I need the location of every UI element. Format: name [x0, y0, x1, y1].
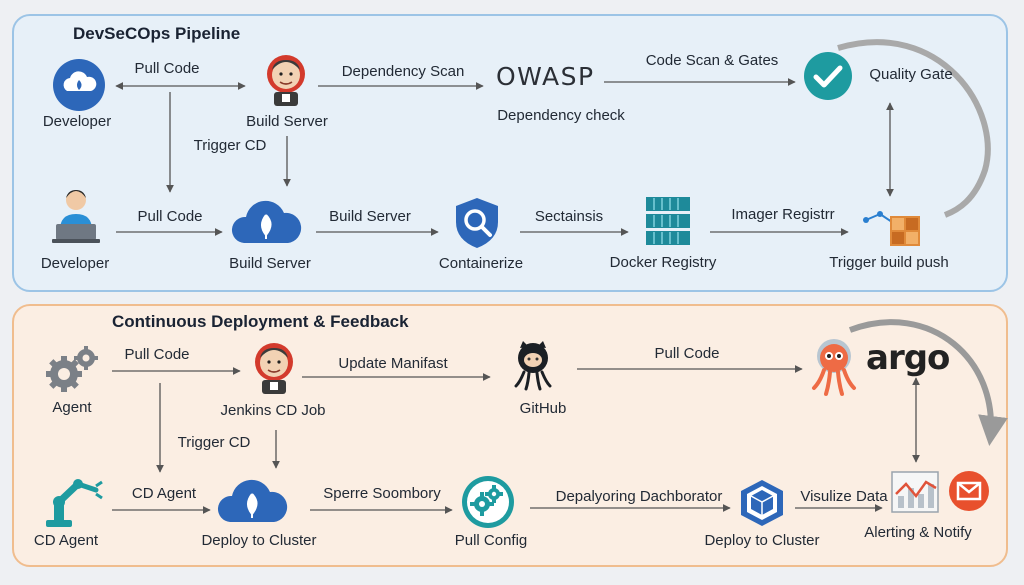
code-scan-gates-label: Code Scan & Gates	[645, 52, 779, 69]
dependency-scan-label: Dependency Scan	[341, 63, 465, 80]
dependency-check-label: Dependency check	[497, 107, 625, 124]
developer-bottom-label: Developer	[40, 255, 110, 272]
pull-code-top-label: Pull Code	[134, 60, 200, 77]
cd-pull-code-2-label: Pull Code	[654, 345, 720, 362]
deploy-cluster-cloud-icon[interactable]	[216, 474, 288, 526]
github-octocat-icon[interactable]	[512, 340, 554, 396]
trigger-build-push-label: Trigger build push	[829, 254, 949, 271]
pull-config-gear-icon[interactable]	[460, 474, 516, 530]
developer-top-label: Developer	[42, 113, 112, 130]
sperre-soombory-label: Sperre Soombory	[323, 485, 441, 502]
developer-person-icon[interactable]	[52, 186, 100, 248]
build-server-top-label: Build Server	[246, 113, 328, 130]
imager-registrr-label: Imager Registrr	[731, 206, 835, 223]
pull-config-label: Pull Config	[454, 532, 528, 549]
quality-gate-check-icon[interactable]	[802, 50, 854, 102]
jenkins-cd-icon[interactable]	[250, 340, 298, 396]
trigger-build-push-icon[interactable]	[862, 208, 924, 250]
jenkins-icon[interactable]	[262, 52, 310, 108]
jenkins-cd-job-label: Jenkins CD Job	[220, 402, 326, 419]
curved-arrow-cd	[848, 319, 1008, 446]
trigger-cd-ci-label: Trigger CD	[193, 137, 267, 154]
quality-gate-label: Quality Gate	[869, 66, 953, 83]
deploy-cluster-cube-icon[interactable]	[738, 478, 786, 528]
sectainsis-label: Sectainsis	[534, 208, 604, 225]
developer-cloud-icon[interactable]	[52, 58, 106, 112]
cd-agent-label: CD Agent	[33, 532, 99, 549]
alerting-notify-label: Alerting & Notify	[864, 524, 972, 541]
build-server-cloud-icon[interactable]	[230, 195, 302, 247]
docker-registry-label: Docker Registry	[609, 254, 717, 271]
build-server-bottom-label: Build Server	[229, 255, 311, 272]
argo-logo[interactable]: argo	[866, 338, 950, 378]
owasp-logo[interactable]: OWASP	[496, 62, 595, 91]
depalyoring-label: Depalyoring Dachborator	[555, 488, 723, 505]
trigger-cd-cd-label: Trigger CD	[177, 434, 251, 451]
deploy-to-cluster-2-label: Deploy to Cluster	[704, 532, 820, 549]
github-label: GitHub	[519, 400, 567, 417]
update-manifast-label: Update Manifast	[338, 355, 448, 372]
visulize-data-label: Visulize Data	[800, 488, 888, 505]
cd-pull-code-label: Pull Code	[124, 346, 190, 363]
notify-mail-icon[interactable]	[948, 470, 990, 512]
deploy-to-cluster-1-label: Deploy to Cluster	[201, 532, 317, 549]
containerize-shield-icon[interactable]	[452, 196, 502, 250]
visualize-chart-icon[interactable]	[890, 470, 942, 514]
cd-agent-arrow-label: CD Agent	[131, 485, 197, 502]
argo-octopus-icon[interactable]	[808, 336, 860, 400]
agent-label: Agent	[52, 399, 92, 416]
containerize-label: Containerize	[438, 255, 524, 272]
pull-code-bottom-label: Pull Code	[137, 208, 203, 225]
ci-title: DevSeCOps Pipeline	[73, 24, 241, 43]
curved-arrow-ci	[837, 39, 991, 218]
cd-agent-robot-arm-icon[interactable]	[42, 474, 104, 528]
docker-registry-icon[interactable]	[644, 195, 692, 249]
build-server-arrow-label: Build Server	[329, 208, 411, 225]
cd-title: Continuous Deployment & Feedback	[112, 312, 409, 331]
agent-gears-icon[interactable]	[42, 344, 100, 396]
